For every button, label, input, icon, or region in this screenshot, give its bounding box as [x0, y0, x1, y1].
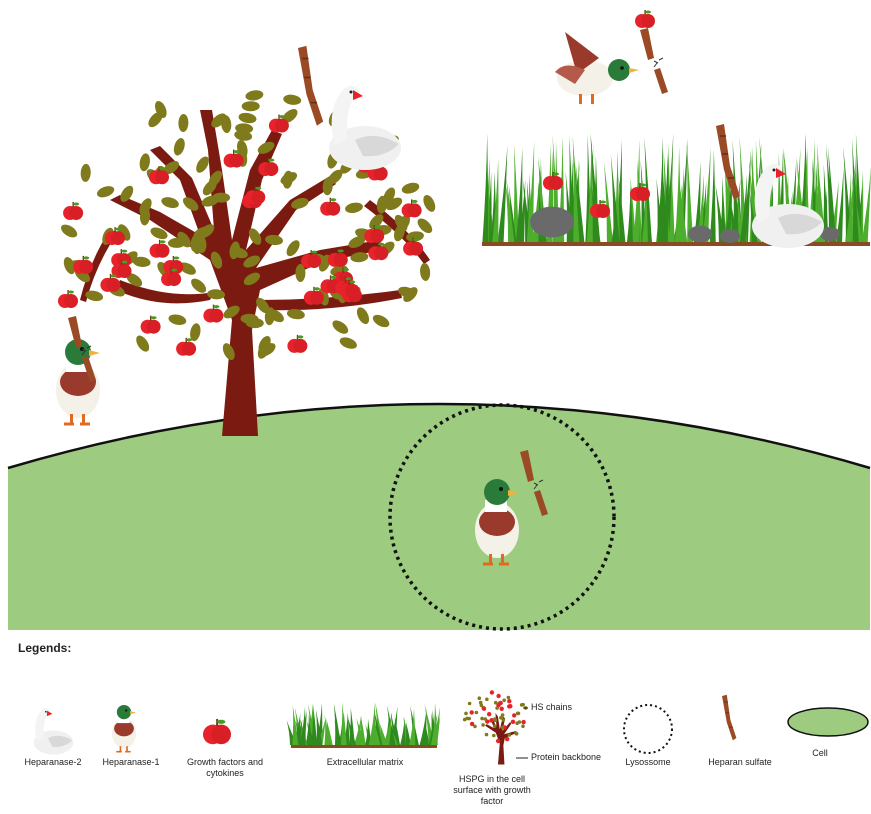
- legend-label-hspg: HSPG in the cell surface with growth fac…: [452, 774, 532, 807]
- legend-icon-swan: [34, 708, 74, 754]
- legend-icon-cell: [788, 708, 868, 736]
- growth-factor-apple-duck-left: [58, 290, 78, 308]
- legend-icon-ecm: [287, 702, 440, 748]
- legend-label-hs-chains: HS chains: [531, 702, 572, 712]
- heparan-sulfate-flying: [640, 28, 668, 94]
- growth-factor-apple-flying: [635, 10, 655, 28]
- legend-icon-apple: [203, 719, 231, 744]
- heparanase-1-duck-left: [56, 339, 100, 424]
- legend-icon-heparan-sulfate: [722, 695, 736, 741]
- legend-label-growth-factors: Growth factors and cytokines: [180, 757, 270, 779]
- heparan-sulfate-tree-swan: [298, 46, 323, 126]
- legend-label-cell: Cell: [800, 748, 840, 759]
- heparanase-2-swan-tree: [329, 86, 401, 170]
- legend-label-heparanase-2: Heparanase-2: [18, 757, 88, 768]
- legend-icon-duck: [112, 705, 136, 752]
- legend-label-heparan-sulfate: Heparan sulfate: [700, 757, 780, 768]
- legend-title: Legends:: [18, 641, 71, 655]
- legend-label-ecm: Extracellular matrix: [315, 757, 415, 768]
- heparanase-1-flying-duck: [555, 32, 639, 104]
- legend-icon-lysosome: [624, 705, 672, 753]
- cell-membrane: [8, 404, 870, 630]
- legend-label-lysosome: Lysossome: [608, 757, 688, 768]
- legend-label-protein-backbone: Protein backbone: [531, 752, 601, 762]
- legend-label-heparanase-1: Heparanase-1: [96, 757, 166, 768]
